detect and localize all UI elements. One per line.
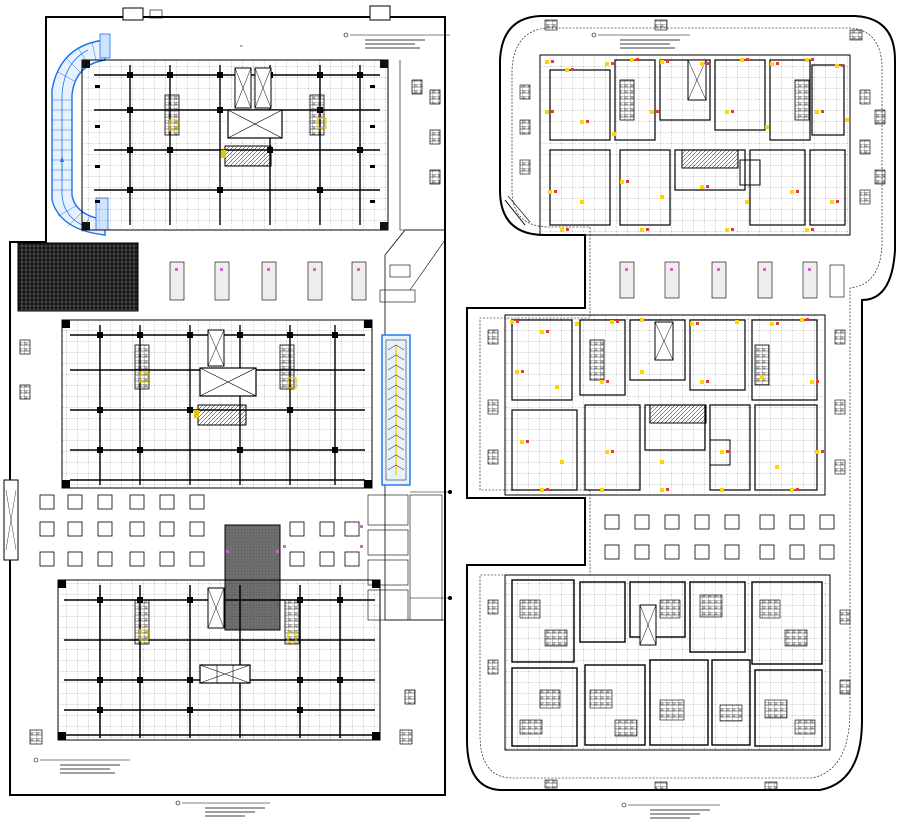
- left-plan-notes: [33, 32, 450, 817]
- tower-block-b: [61, 319, 373, 489]
- tower-block-e: [504, 314, 826, 496]
- right-plan-notes: [591, 32, 720, 819]
- right-plan-boundary: [466, 15, 896, 791]
- tower-block-a: P1: [81, 45, 389, 231]
- tower-block-c: [57, 579, 381, 741]
- straight-ramp: [381, 334, 411, 486]
- parking-bays: [169, 261, 416, 303]
- dimension-markers: [510, 58, 849, 492]
- parking-bays-lower: [39, 494, 360, 567]
- section-markers: [410, 490, 452, 600]
- left-plan-boundary: [9, 16, 446, 796]
- left-floor-plan: P1: [3, 5, 450, 817]
- svg-text:P1: P1: [240, 45, 243, 48]
- tower-block-f: [504, 574, 831, 751]
- parking-bays-right: [619, 261, 845, 299]
- right-floor-plan: [466, 15, 896, 819]
- tower-block-d: [539, 54, 851, 236]
- hatched-service-area: [17, 242, 139, 312]
